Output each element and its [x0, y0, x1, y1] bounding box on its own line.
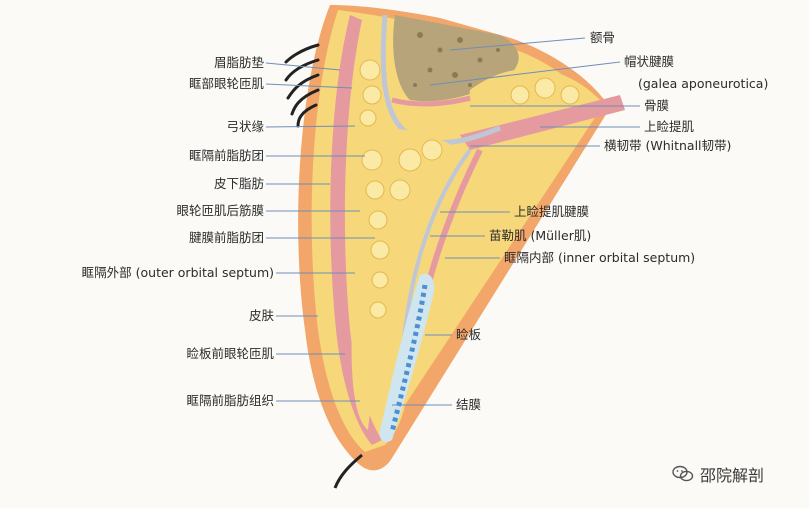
- label-galea-cn: 帽状腱膜: [624, 54, 675, 69]
- label-frontal-bone: 额骨: [590, 30, 616, 45]
- wechat-icon: [672, 465, 694, 482]
- label-subcutaneous-fat: 皮下脂肪: [213, 176, 264, 191]
- eyelash: [333, 453, 363, 489]
- label-preseptal-fat-tissue: 眶隔前脂肪组织: [186, 393, 274, 408]
- label-levator: 上睑提肌: [644, 119, 695, 134]
- watermark: 邵院解剖: [672, 462, 764, 486]
- watermark-text: 邵院解剖: [700, 466, 765, 485]
- orbicularis-muscle: [330, 15, 382, 445]
- label-eyebrow-fat-pad: 眉脂肪垫: [213, 55, 264, 70]
- label-inner-orbital-septum: 眶隔内部 (inner orbital septum): [504, 250, 696, 265]
- label-skin: 皮肤: [248, 308, 274, 323]
- label-periosteum: 骨膜: [644, 98, 670, 113]
- label-arcus-marginalis: 弓状缘: [226, 119, 264, 134]
- tarsus-plate: [379, 273, 435, 442]
- levator-muscle: [460, 95, 625, 150]
- label-pretarsal-orbicularis: 睑板前眼轮匝肌: [186, 346, 274, 361]
- label-galea-en: (galea aponeurotica): [638, 76, 769, 91]
- label-preaponeurotic-fat: 眶隔前脂肪团: [188, 148, 264, 163]
- eyebrow-hairs: [284, 43, 320, 128]
- label-muller: 苗勒肌 (Müller肌): [489, 228, 592, 243]
- label-preaponeurotic-fat-pad: 腱膜前脂肪团: [188, 230, 264, 245]
- label-retro-orbicularis-fascia: 眼轮匝肌后筋膜: [176, 203, 264, 218]
- leader-lines: [265, 37, 640, 406]
- label-levator-aponeurosis: 上睑提肌腱膜: [514, 204, 590, 219]
- conjunctiva-line: [389, 284, 428, 433]
- bone-texture: [413, 32, 500, 87]
- label-conjunctiva: 结膜: [456, 397, 482, 412]
- label-whitnall: 横韧带 (Whitnall韧带): [604, 138, 732, 153]
- fat-lobules: [359, 59, 580, 319]
- label-tarsus: 睑板: [456, 327, 482, 342]
- preaponeurotic-fat: [351, 129, 460, 430]
- label-orbital-orbicularis: 眶部眼轮匝肌: [188, 76, 264, 91]
- label-outer-orbital-septum: 眶隔外部 (outer orbital septum): [81, 265, 274, 280]
